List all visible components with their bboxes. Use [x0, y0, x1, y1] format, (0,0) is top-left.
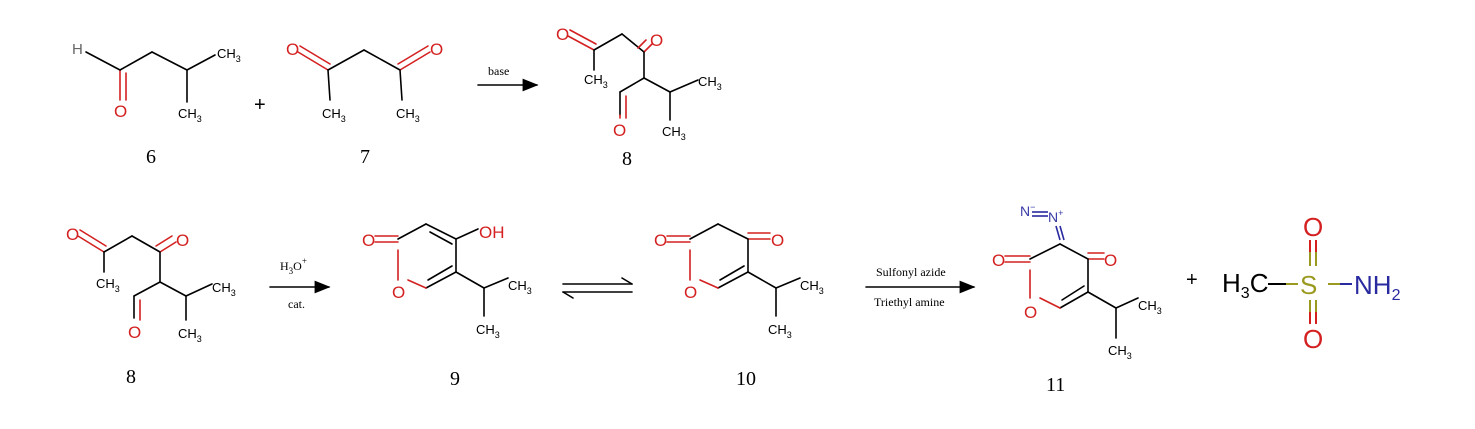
equilibrium-arrows: [562, 277, 633, 299]
carbonyl-oxygen: O: [654, 231, 667, 250]
compound-9-structure: O OH O CH3 CH3: [362, 223, 532, 340]
methyl-label: CH3: [212, 280, 236, 298]
ketone-oxygen: O: [430, 40, 443, 59]
compound-9-label: 9: [450, 368, 460, 390]
methyl-label: CH3: [800, 278, 824, 296]
condition-triethyl-amine: Triethyl amine: [874, 295, 945, 309]
ketone-oxygen: O: [556, 25, 569, 44]
aldehyde-oxygen: O: [114, 102, 127, 121]
diazo-nitrogen: N+: [1048, 208, 1063, 225]
compound-7-structure: O CH3 O CH3: [286, 40, 443, 124]
hydrogen-label: H: [72, 41, 83, 58]
methyl-label: CH3: [396, 106, 420, 124]
methyl-label: CH3: [476, 322, 500, 340]
methyl-label: CH3: [96, 276, 120, 294]
methyl-label: CH3: [584, 72, 608, 90]
compound-8-structure: O CH3 O O CH3 CH3: [556, 25, 722, 142]
condition-acid: H3O+: [280, 256, 307, 276]
methyl-label: CH3: [508, 278, 532, 296]
hydroxyl-group: OH: [479, 223, 505, 242]
compound-6-label: 6: [146, 146, 156, 168]
plus-sign: +: [1186, 269, 1198, 291]
condition-sulfonyl-azide: Sulfonyl azide: [876, 265, 946, 279]
condition-catalytic: cat.: [288, 297, 305, 311]
methyl-label: CH3: [662, 124, 686, 142]
compound-8-label: 8: [126, 366, 136, 388]
sulfonyl-oxygen: O: [1303, 324, 1323, 354]
sulfonyl-oxygen: O: [1303, 212, 1323, 242]
plus-sign: +: [254, 94, 266, 116]
methyl-label: CH3: [768, 322, 792, 340]
compound-7-label: 7: [360, 146, 370, 168]
methyl-label: CH3: [698, 74, 722, 92]
methyl-label: CH3: [178, 106, 202, 124]
compound-10-label: 10: [736, 368, 756, 390]
carbonyl-oxygen: O: [992, 251, 1005, 270]
carbonyl-oxygen: O: [362, 231, 375, 250]
methyl-label: CH3: [1138, 298, 1162, 316]
compound-6-structure: H O CH3 CH3: [72, 41, 241, 124]
amine-group: NH2: [1354, 270, 1401, 304]
methyl-label: CH3: [217, 46, 241, 64]
ring-oxygen: O: [684, 283, 697, 302]
carbonyl-oxygen: O: [1104, 251, 1117, 270]
ketone-oxygen: O: [650, 31, 663, 50]
compound-8-label: 8: [622, 148, 632, 170]
carbonyl-oxygen: O: [771, 231, 784, 250]
compound-11-label: 11: [1046, 374, 1065, 396]
sulfur-atom: S: [1300, 270, 1317, 300]
compound-8-structure: O CH3 O O CH3 CH3: [66, 225, 236, 344]
ring-oxygen: O: [392, 283, 405, 302]
compound-11-structure: N− N+ O O O CH3 CH3: [992, 202, 1162, 361]
methyl-label: CH3: [322, 106, 346, 124]
methyl-label: CH3: [178, 326, 202, 344]
aldehyde-oxygen: O: [613, 121, 626, 140]
ring-oxygen: O: [1024, 303, 1037, 322]
methanesulfonamide-structure: H3C S O O NH2: [1222, 212, 1401, 354]
aldehyde-oxygen: O: [128, 323, 141, 342]
ketone-oxygen: O: [176, 231, 189, 250]
ketone-oxygen: O: [66, 225, 79, 244]
compound-10-structure: O O O CH3 CH3: [654, 223, 824, 340]
methyl-label: CH3: [1108, 343, 1132, 361]
methyl-label: H3C: [1222, 268, 1268, 302]
ketone-oxygen: O: [286, 40, 299, 59]
condition-base: base: [488, 64, 509, 78]
